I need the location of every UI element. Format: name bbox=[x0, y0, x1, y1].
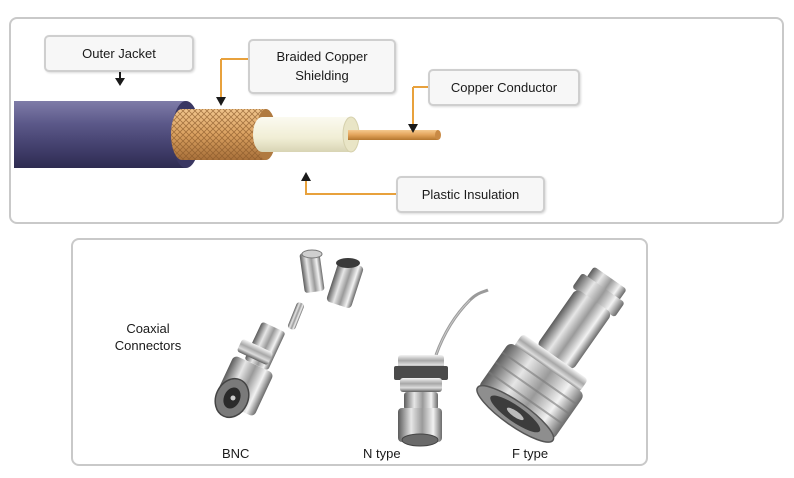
bnc-connector-illustration bbox=[214, 249, 364, 419]
arrow-braided-shielding-icon bbox=[216, 97, 226, 106]
copper-conductor-segment bbox=[348, 130, 441, 140]
connectors-panel bbox=[71, 238, 648, 466]
n-type-connector-label: N type bbox=[363, 446, 401, 461]
arrow-plastic-insulation-icon bbox=[301, 172, 311, 181]
callout-leader-lines bbox=[220, 58, 428, 195]
n-type-connector-illustration bbox=[394, 288, 489, 447]
copper-conductor-label: Copper Conductor bbox=[428, 69, 580, 106]
plastic-insulation-label: Plastic Insulation bbox=[396, 176, 545, 213]
bnc-connector-label: BNC bbox=[222, 446, 250, 461]
f-type-connector-illustration bbox=[476, 267, 626, 443]
braided-shielding-segment bbox=[171, 109, 276, 160]
plastic-insulation-segment bbox=[253, 116, 360, 153]
callout-arrowheads bbox=[115, 72, 418, 181]
f-type-connector-label: F type bbox=[512, 446, 549, 461]
coaxial-connectors-heading: Coaxial Connectors bbox=[114, 321, 182, 353]
braided-shielding-label: Braided Copper Shielding bbox=[248, 39, 396, 94]
arrow-copper-conductor-icon bbox=[408, 124, 418, 133]
arrow-outer-jacket-icon bbox=[115, 78, 125, 86]
outer-jacket-label: Outer Jacket bbox=[44, 35, 194, 72]
